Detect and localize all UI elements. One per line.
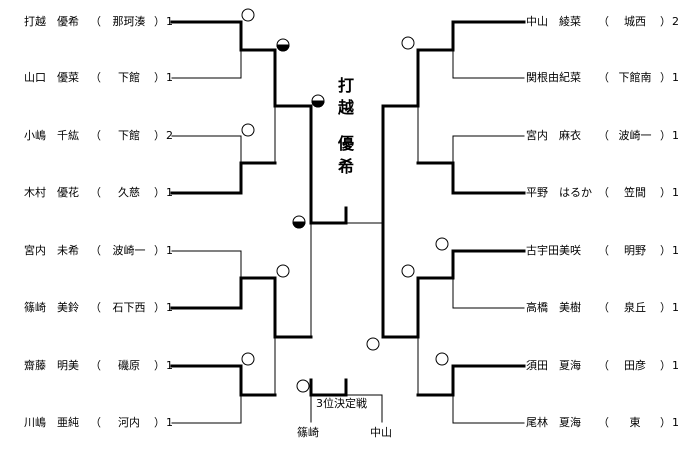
third-place-right: 中山 bbox=[370, 426, 392, 439]
bracket-line bbox=[171, 394, 242, 424]
champion-name-char-2: 越 bbox=[338, 98, 355, 117]
bracket-line bbox=[416, 249, 526, 280]
bracket-line bbox=[170, 276, 277, 310]
result-circle bbox=[401, 36, 415, 50]
bracket-line bbox=[381, 276, 420, 339]
result-circle bbox=[241, 8, 255, 22]
result-circle bbox=[366, 337, 380, 351]
result-circle bbox=[435, 237, 449, 251]
bracket-line bbox=[309, 378, 348, 397]
result-circle bbox=[435, 352, 449, 366]
bracket-line bbox=[452, 394, 525, 424]
champion-name-char-1: 打 bbox=[338, 76, 355, 95]
result-circle bbox=[276, 264, 290, 278]
bracket-line bbox=[452, 277, 525, 309]
bracket-line bbox=[416, 161, 526, 195]
result-circle bbox=[401, 264, 415, 278]
third-place-left: 篠崎 bbox=[297, 426, 319, 439]
bracket-line bbox=[416, 364, 526, 397]
result-circle bbox=[241, 123, 255, 137]
champion-name-char-3: 優 bbox=[338, 134, 355, 153]
bracket-line bbox=[416, 20, 526, 52]
bracket-line bbox=[170, 20, 277, 52]
bracket-line bbox=[170, 364, 277, 397]
bracket-line bbox=[171, 250, 242, 279]
bracket-line bbox=[273, 48, 313, 108]
result-circle bbox=[296, 379, 310, 393]
bracket-line bbox=[273, 276, 313, 339]
bracket-line bbox=[171, 135, 242, 164]
bracket-line bbox=[452, 49, 525, 79]
bracket-line bbox=[171, 49, 242, 79]
bracket-line bbox=[381, 48, 420, 108]
bracket-line bbox=[170, 161, 277, 195]
champion-name-char-4: 希 bbox=[338, 157, 355, 176]
result-circle bbox=[241, 352, 255, 366]
bracket-line bbox=[452, 135, 525, 164]
third-place-title: 3位決定戦 bbox=[316, 397, 367, 410]
